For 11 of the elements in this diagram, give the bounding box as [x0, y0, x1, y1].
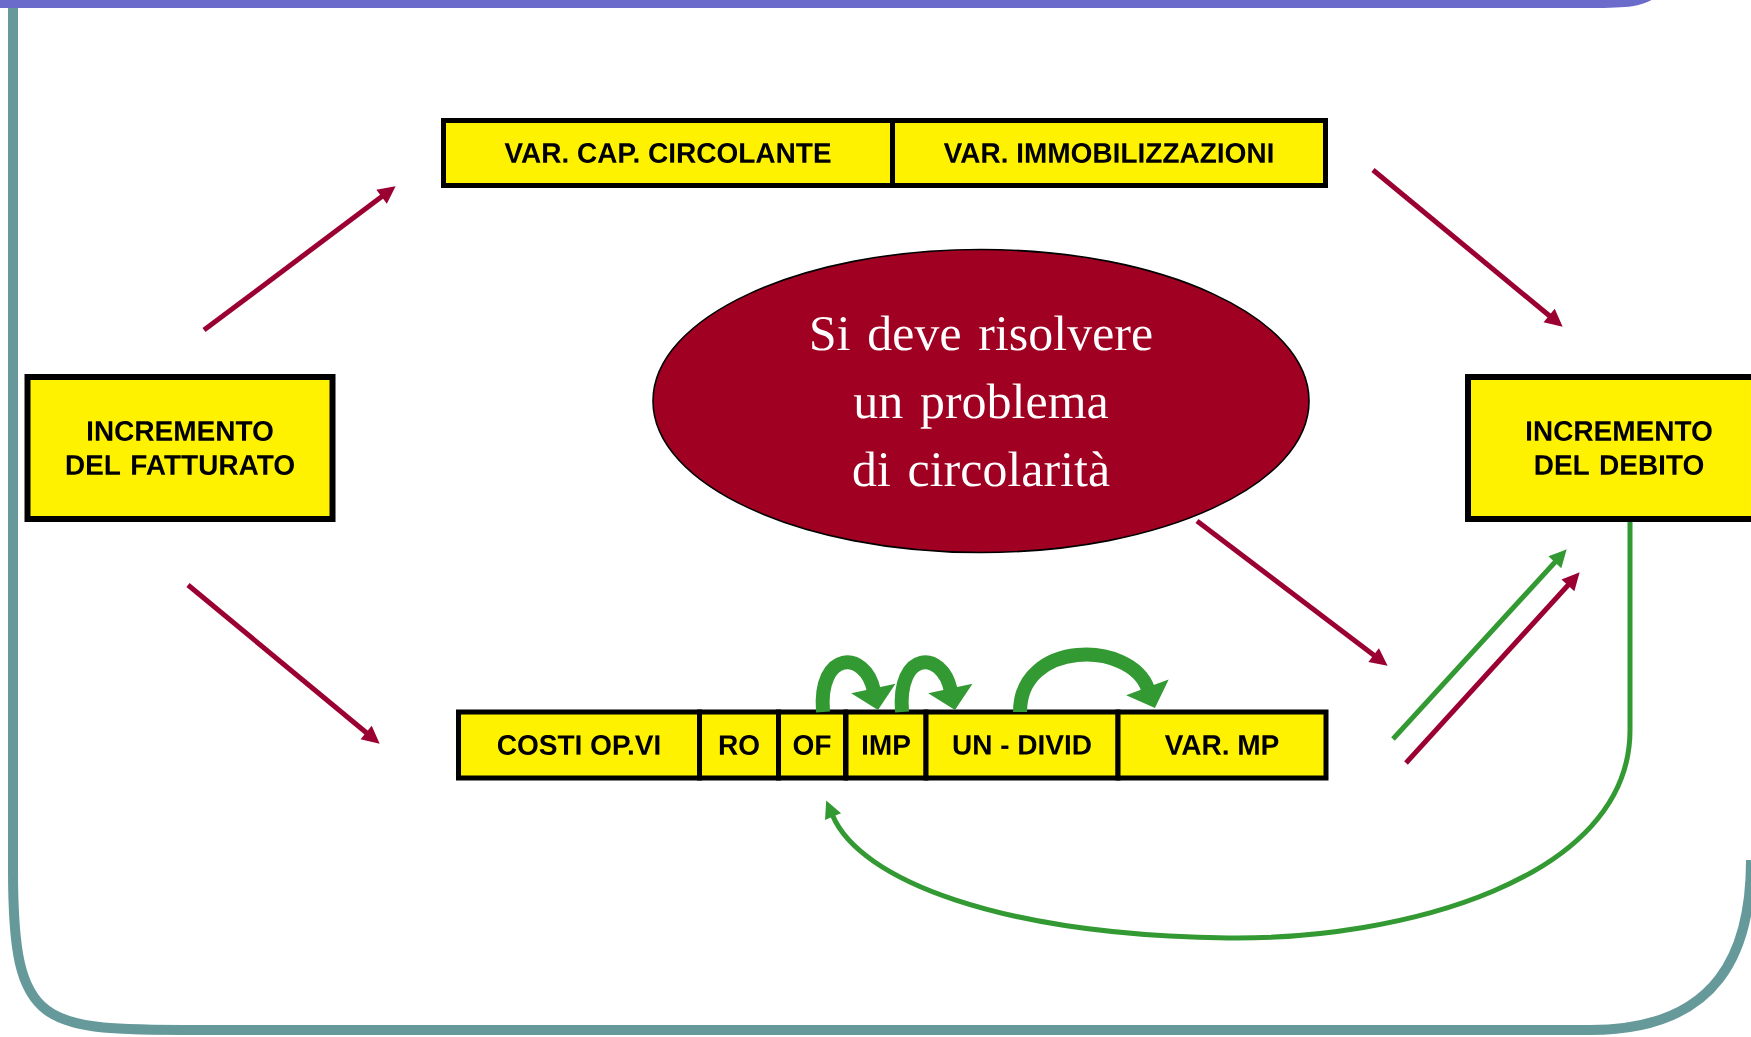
label-box: INCREMENTO DEL DEBITO	[1465, 374, 1751, 522]
table-cell: RO	[697, 709, 781, 781]
table-cell: VAR. CAP. CIRCOLANTE	[441, 118, 895, 188]
arrow	[825, 522, 1633, 941]
table-cell: IMP	[843, 709, 929, 781]
ellipse-callout: Si deve risolvere un problema di circolarità	[652, 248, 1310, 554]
table-cell: VAR. MP	[1115, 709, 1329, 781]
table-cell: VAR. IMMOBILIZZAZIONI	[890, 118, 1328, 188]
arrow	[894, 655, 973, 713]
table-cell: OF	[776, 709, 848, 781]
label-box: INCREMENTO DEL FATTURATO	[24, 374, 336, 522]
